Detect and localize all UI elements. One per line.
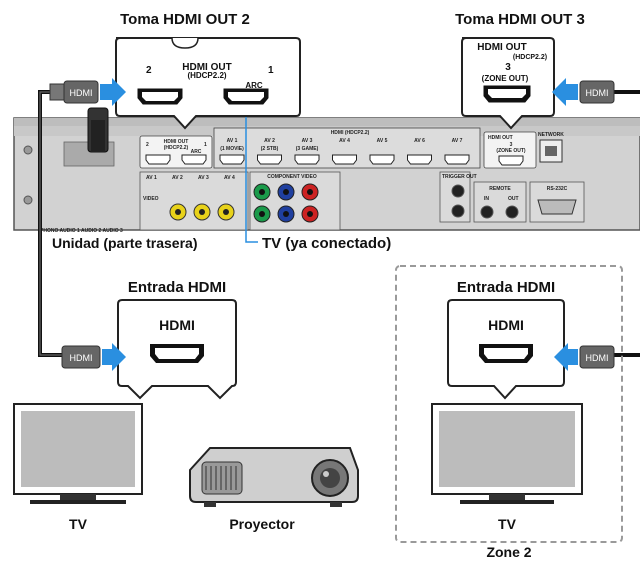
panel-hdmi-out-2-port[interactable]: [145, 154, 171, 165]
unit-rear-label: Unidad (parte trasera): [52, 235, 197, 251]
plug-label-left-bottom: HDMI: [70, 353, 93, 363]
panel-hdmi-in-port[interactable]: [219, 154, 245, 165]
callout-out2-sub: (HDCP2.2): [187, 71, 226, 80]
composite-av-label: AV 1: [146, 175, 157, 181]
panel-hdmi-inputs: AV 1 (1 MOVIE) AV 2 (2 STB) AV 3 (3 GAME) AV 4…: [219, 138, 470, 165]
composite-av-label: AV 4: [224, 175, 235, 181]
callout-out2-title: HDMI OUT: [182, 62, 231, 73]
panel-input-label: AV 7: [452, 138, 463, 144]
plug-left-bottom: HDMI: [61, 343, 126, 371]
projector-icon: [189, 447, 359, 507]
panel-arc-label: ARC: [191, 149, 202, 155]
panel-hdmi-in-header: HDMI (HDCP2.2): [331, 130, 370, 136]
panel-hdmi-in-port[interactable]: [294, 154, 320, 165]
panel-input-label: AV 6: [414, 138, 425, 144]
panel-video-label: VIDEO: [143, 196, 159, 202]
panel-input-label: AV 3: [302, 138, 313, 144]
rs232c-port[interactable]: [537, 199, 577, 215]
callout-out3-port: 3: [505, 62, 511, 73]
callout-out2-port-left: 2: [146, 65, 152, 76]
panel-zone-out-port: 3: [510, 142, 513, 148]
hdmi-in-right-title: Entrada HDMI: [457, 279, 555, 296]
panel-remote-in: IN: [484, 196, 489, 202]
panel-input-sub: (3 GAME): [296, 146, 319, 152]
callout-in-right-title: HDMI: [488, 317, 524, 333]
panel-rs232c-label: RS-232C: [547, 186, 568, 192]
plug-label-right-bottom: HDMI: [586, 353, 609, 363]
projector-label: Proyector: [229, 516, 295, 532]
callout-out3: HDMI OUT (HDCP2.2) 3 (ZONE OUT): [461, 37, 555, 130]
composite-input-labels: AV 1 AV 2 AV 3 AV 4: [146, 175, 235, 181]
arrow-left-icon: [552, 78, 578, 106]
hdmi-plug-left-bottom: [61, 345, 101, 369]
receiver-rear-panel: HDMI OUT (HDCP2.2) 2 1 ARC HDMI (HDCP2.2…: [13, 117, 640, 234]
callout-out3-zone-out: (ZONE OUT): [482, 74, 529, 83]
panel-phono-row: PHONO AUDIO 1 AUDIO 2 AUDIO 3: [40, 228, 123, 234]
callout-out2: HDMI OUT (HDCP2.2) 2 1 ARC: [115, 37, 301, 130]
callout-in-left: HDMI: [117, 299, 237, 400]
trigger-jack-1[interactable]: [451, 184, 465, 198]
out2-title: Toma HDMI OUT 2: [120, 11, 250, 28]
arrow-left-icon: [554, 343, 578, 371]
arrow-right-icon: [100, 78, 126, 106]
panel-zone-out-label: HDMI OUT: [488, 135, 513, 141]
panel-input-sub: (2 STB): [261, 146, 279, 152]
panel-hdmi-in-port[interactable]: [407, 154, 432, 165]
callout-in-right: HDMI: [447, 299, 565, 400]
panel-input-sub: (1 MOVIE): [220, 146, 244, 152]
panel-input-label: AV 5: [377, 138, 388, 144]
panel-component-label: COMPONENT VIDEO: [267, 174, 317, 180]
panel-remote-label: REMOTE: [489, 186, 511, 192]
out3-title: Toma HDMI OUT 3: [455, 11, 585, 28]
tv-connected-leader: [245, 110, 258, 243]
hdmi-plug-left-top: [63, 80, 99, 104]
panel-input-label: AV 2: [264, 138, 275, 144]
composite-jacks: [169, 203, 235, 221]
remote-out-jack[interactable]: [505, 205, 519, 219]
composite-av-label: AV 2: [172, 175, 183, 181]
panel-hdmi-in-port[interactable]: [332, 154, 357, 165]
callout-out3-sub: (HDCP2.2): [513, 54, 547, 61]
panel-trigger-label: TRIGGER OUT: [442, 174, 477, 180]
callout-out2-arc: ARC: [245, 81, 263, 90]
panel-hdmi-in-port[interactable]: [257, 154, 282, 165]
tv-right: [431, 403, 583, 504]
panel-hdmi-out-1-port[interactable]: [181, 154, 207, 165]
plug-left-top: HDMI: [49, 78, 126, 106]
panel-port-2-label: 2: [146, 142, 149, 148]
composite-av-label: AV 3: [198, 175, 209, 181]
hdmi-plug-right-top: [579, 80, 615, 104]
panel-network-label: NETWORK: [538, 132, 564, 138]
plug-right-bottom: HDMI: [554, 343, 615, 371]
panel-zone-out-sub: (ZONE OUT): [496, 148, 525, 154]
remote-in-jack[interactable]: [480, 205, 494, 219]
tv-left: [13, 403, 143, 504]
panel-hdmi-in-port[interactable]: [369, 154, 395, 165]
panel-hdmi-out-3-port[interactable]: [498, 155, 524, 166]
plug-label-left-top: HDMI: [70, 88, 93, 98]
hdmi-in-left-title: Entrada HDMI: [128, 279, 226, 296]
panel-hdmi-out-sub: (HDCP2.2): [164, 145, 189, 151]
tv-left-label: TV: [69, 516, 88, 532]
panel-port-1-label: 1: [204, 142, 207, 148]
callout-in-left-title: HDMI: [159, 317, 195, 333]
plug-right-top: HDMI: [552, 78, 615, 106]
panel-hdmi-in-port[interactable]: [444, 154, 470, 165]
zone2-label: Zone 2: [486, 544, 531, 560]
panel-input-label: AV 1: [227, 138, 238, 144]
cable-out2-to-tv-highlight: [39, 91, 62, 356]
component-jacks: [253, 183, 319, 223]
panel-remote-out: OUT: [508, 196, 519, 202]
arrow-right-icon: [102, 343, 126, 371]
hdmi-plug-right-bottom: [579, 345, 615, 369]
trigger-jack-2[interactable]: [451, 204, 465, 218]
callout-out3-title: HDMI OUT: [477, 42, 526, 53]
plug-label-right-top: HDMI: [586, 88, 609, 98]
panel-input-label: AV 4: [339, 138, 350, 144]
panel-hdmi-out-label: HDMI OUT: [164, 139, 189, 145]
tv-connected-label: TV (ya conectado): [262, 235, 391, 252]
callout-out2-port-right: 1: [268, 65, 274, 76]
tv-right-label: TV: [498, 516, 517, 532]
